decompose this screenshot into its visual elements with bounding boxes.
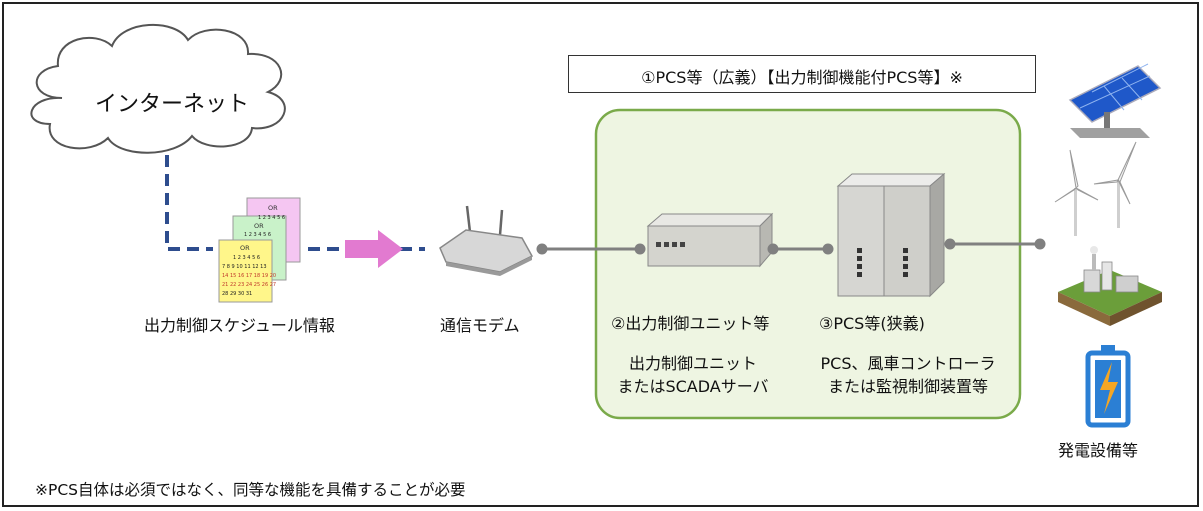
control-unit-desc-2: またはSCADAサーバ [617,377,769,396]
connection-dot [536,243,548,255]
sheet-header: OR [268,204,278,212]
solar-panel-icon [1068,63,1162,138]
sheet-row: 21 22 23 24 25 26 27 [222,282,276,288]
connection-dot [1034,238,1046,250]
pcs-group-title: ①PCS等（広義）【出力制御機能付PCS等】※ [641,68,963,87]
battery-icon [1085,345,1131,428]
sheet-row: 7 8 9 10 11 12 13 [222,264,267,270]
sheet-header: OR [254,222,264,230]
sheet-row: 28 29 30 31 [222,291,252,297]
generation-label: 発電設備等 [1058,441,1139,460]
sheet-row: 1 2 3 4 5 6 [233,255,260,261]
control-unit-icon [646,212,774,268]
wind-turbine-icon [1054,141,1137,236]
pcs-group-title-box: ①PCS等（広義）【出力制御機能付PCS等】※ [568,55,1036,93]
schedule-label: 出力制御スケジュール情報 [144,316,335,335]
schedule-sheets-icon: OR OR OR 1 2 3 4 5 6 7 8 9 10 11 12 13 1… [218,197,301,303]
connection-dot [767,243,779,255]
sheet-header: OR [240,244,250,252]
control-unit-desc-1: 出力制御ユニット [628,354,757,373]
modem-icon [439,205,534,276]
internet-label: インターネット [95,92,250,117]
dashed-connection-line [165,155,213,251]
pcs-narrow-desc-2: または監視制御装置等 [827,377,988,396]
pcs-narrow-desc-1: PCS、風車コントローラ [820,354,996,373]
pcs-narrow-title: ③PCS等(狭義) [819,314,925,333]
power-plant-icon [1058,246,1162,326]
pcs-cabinet-icon [836,172,946,298]
connection-dot [634,243,646,255]
control-unit-title: ②出力制御ユニット等 [611,314,770,333]
svg-text:1 2 3 4 5 6: 1 2 3 4 5 6 [244,232,271,238]
internet-cloud-icon [30,23,286,154]
footnote: ※PCS自体は必須ではなく、同等な機能を具備することが必要 [35,481,466,499]
svg-text:1 2 3 4 5 6: 1 2 3 4 5 6 [258,215,285,221]
schedule-arrow-icon [345,230,403,268]
connection-dot [822,243,834,255]
modem-label: 通信モデム [440,316,520,335]
connection-dot [944,238,956,250]
sheet-row: 14 15 16 17 18 19 20 [222,273,276,279]
